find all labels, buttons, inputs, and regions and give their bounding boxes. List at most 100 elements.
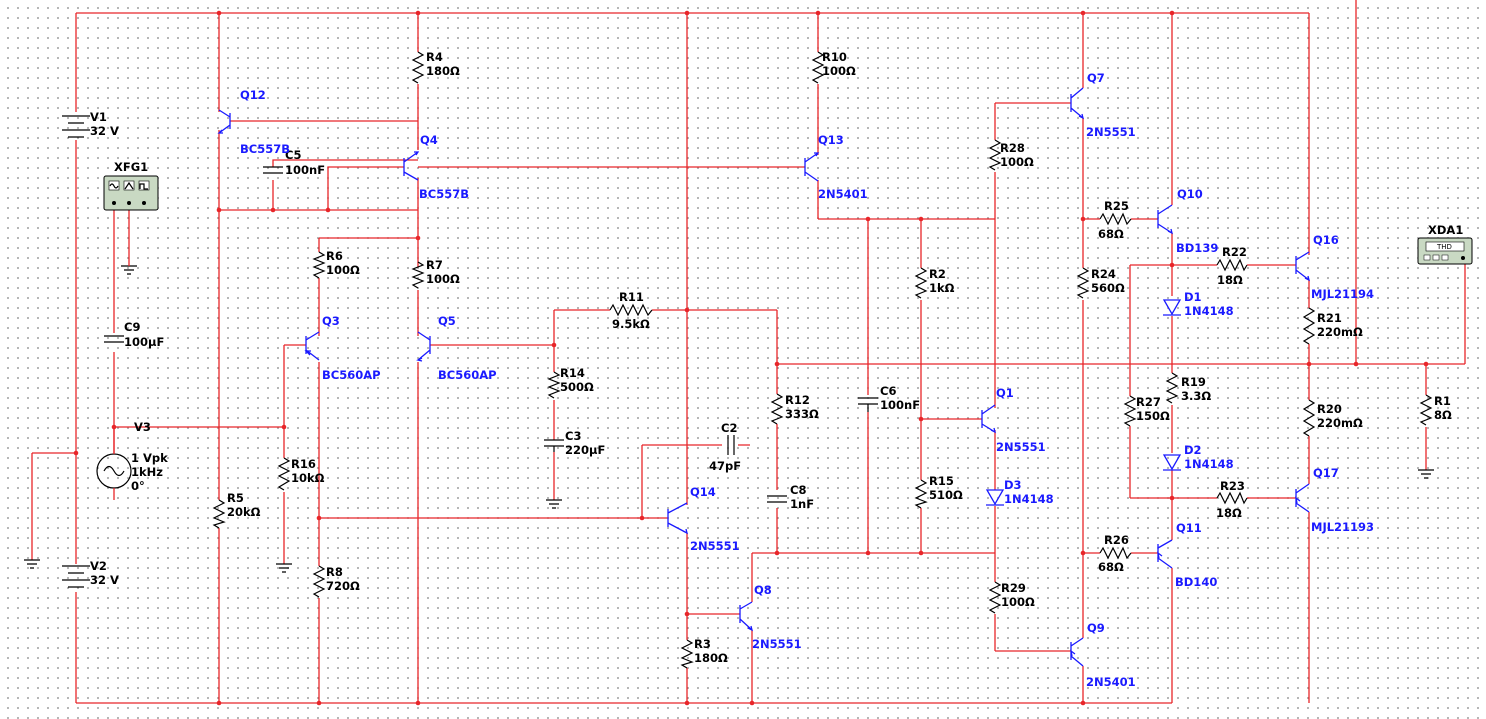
transistor-q8-symbol [739, 601, 753, 632]
v3-amp-label: 1 Vpk [131, 451, 168, 465]
c5-value-label: 100nF [285, 163, 325, 177]
d2-value-label: 1N4148 [1184, 457, 1234, 471]
r29-ref-label: R29 [1001, 581, 1026, 595]
q16-value-label: MJL21194 [1311, 287, 1374, 301]
transistor-q11-symbol [1157, 539, 1173, 569]
transistor-q16-symbol [1295, 251, 1310, 282]
r24-ref-label: R24 [1091, 267, 1116, 281]
r28-value-label: 100Ω [1000, 155, 1034, 169]
r20-ref-label: R20 [1317, 402, 1342, 416]
transistor-q14-symbol [667, 502, 688, 535]
distortion-analyzer-xda1[interactable] [1417, 237, 1473, 265]
resistor-r24-symbol [1076, 267, 1090, 299]
batteries [62, 115, 90, 588]
r12-ref-label: R12 [785, 393, 810, 407]
transistor-q3-symbol [304, 331, 320, 361]
r19-value-label: 3.3Ω [1181, 389, 1211, 403]
q3-value-label: BC560AP [322, 368, 381, 382]
resistor-r7-symbol [411, 261, 425, 289]
r23-value-label: 18Ω [1216, 506, 1242, 520]
capacitor-c3-symbol [544, 439, 564, 452]
c6-value-label: 100nF [880, 398, 920, 412]
diode-d3-symbol [985, 489, 1005, 506]
c8-value-label: 1nF [790, 497, 814, 511]
r4-value-label: 180Ω [426, 64, 460, 78]
d1-value-label: 1N4148 [1184, 304, 1234, 318]
v1-value-label: 32 V [90, 124, 119, 138]
r25-ref-label: R25 [1104, 199, 1129, 213]
resistor-r1-symbol [1419, 394, 1433, 426]
transistor-q7-symbol [1070, 87, 1084, 120]
ground-left-icon [24, 559, 40, 569]
q14-value-label: 2N5551 [690, 539, 740, 553]
r29-value-label: 100Ω [1001, 595, 1035, 609]
xfg1-ref-label: XFG1 [114, 160, 148, 174]
resistor-r25-symbol [1099, 212, 1132, 226]
resistor-r23-symbol [1216, 491, 1248, 505]
r16-value-label: 10kΩ [291, 471, 325, 485]
d2-ref-label: D2 [1184, 443, 1202, 457]
r24-value-label: 560Ω [1091, 281, 1125, 295]
resistor-r16-symbol [277, 457, 291, 491]
resistor-r28-symbol [988, 139, 1002, 171]
r8-ref-label: R8 [326, 565, 343, 579]
c3-value-label: 220µF [565, 443, 605, 457]
q11-ref-label: Q11 [1176, 521, 1202, 535]
xda1-face-label: THD [1436, 243, 1452, 251]
r7-value-label: 100Ω [426, 272, 460, 286]
r3-ref-label: R3 [694, 637, 711, 651]
q9-value-label: 2N5401 [1086, 675, 1136, 689]
capacitor-c2-symbol [727, 435, 735, 455]
q5-value-label: BC560AP [438, 368, 497, 382]
resistors [212, 51, 1433, 669]
resistor-r5-symbol [212, 499, 226, 529]
r26-ref-label: R26 [1104, 533, 1129, 547]
c3-ref-label: C3 [565, 429, 581, 443]
resistor-r27-symbol [1123, 395, 1137, 427]
v2-value-label: 32 V [90, 573, 119, 587]
r5-ref-label: R5 [227, 491, 244, 505]
q14-ref-label: Q14 [690, 485, 716, 499]
q1-ref-label: Q1 [996, 386, 1014, 400]
junctions [73, 10, 1429, 706]
q5-ref-label: Q5 [438, 314, 456, 328]
resistor-r21-symbol [1302, 307, 1316, 345]
r8-value-label: 720Ω [326, 579, 360, 593]
resistor-r6-symbol [312, 251, 326, 279]
r15-value-label: 510Ω [929, 488, 963, 502]
r2-value-label: 1kΩ [929, 281, 955, 295]
ground-xfg1-icon [121, 265, 137, 275]
resistor-r10-symbol [811, 51, 825, 84]
resistor-r2-symbol [914, 267, 928, 299]
transistor-q10-symbol [1157, 204, 1173, 235]
q9-ref-label: Q9 [1087, 621, 1105, 635]
resistor-r22-symbol [1216, 258, 1248, 272]
d1-ref-label: D1 [1184, 290, 1202, 304]
r2-ref-label: R2 [929, 267, 946, 281]
r4-ref-label: R4 [426, 50, 443, 64]
transistor-q1-symbol [981, 404, 996, 434]
r16-ref-label: R16 [291, 457, 316, 471]
q10-value-label: BD139 [1176, 241, 1218, 255]
r11-ref-label: R11 [619, 290, 644, 304]
transistor-q13-symbol [804, 152, 820, 182]
ground-r16-icon [276, 563, 292, 573]
transistor-q17-symbol [1295, 483, 1310, 513]
q13-ref-label: Q13 [818, 133, 844, 147]
v2-ref-label: V2 [90, 559, 107, 573]
function-generator-xfg1[interactable] [103, 175, 159, 211]
battery-v1-symbol [62, 115, 90, 138]
c2-value-label: 47pF [709, 459, 741, 473]
resistor-r12-symbol [770, 393, 784, 425]
r27-value-label: 150Ω [1136, 409, 1170, 423]
transistor-q4-symbol [403, 151, 420, 181]
resistor-r11-symbol [609, 303, 653, 317]
r21-value-label: 220mΩ [1317, 325, 1363, 339]
q8-value-label: 2N5551 [752, 637, 802, 651]
q4-value-label: BC557B [419, 187, 469, 201]
r5-value-label: 20kΩ [227, 505, 261, 519]
diodes [985, 299, 1182, 506]
r22-value-label: 18Ω [1217, 273, 1243, 287]
ground-r1-icon [1418, 469, 1434, 479]
